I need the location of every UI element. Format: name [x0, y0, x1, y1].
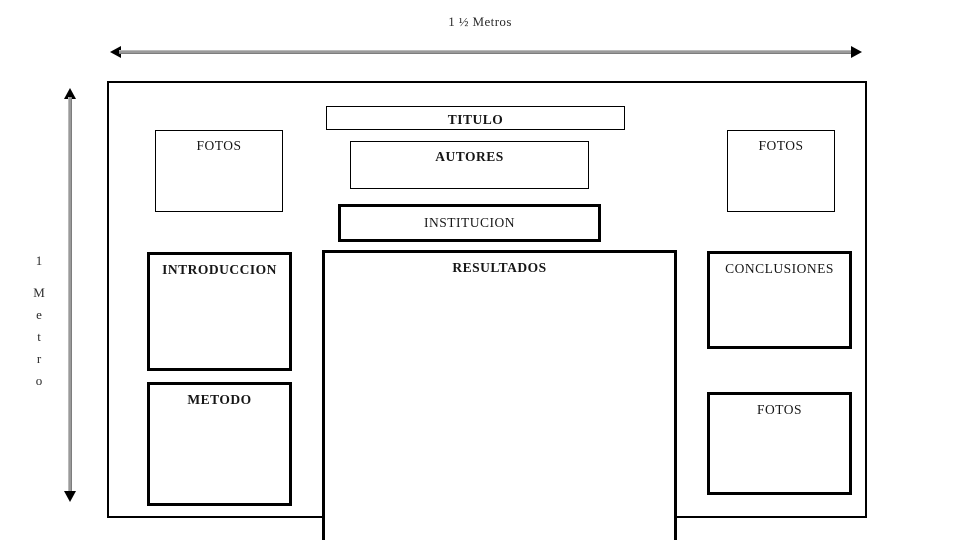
arrow-shaft	[119, 50, 853, 54]
height-dimension-label: 1 M e t r o	[22, 250, 56, 392]
height-label-line-6: o	[35, 373, 43, 388]
section-institucion[interactable]: INSTITUCION	[338, 204, 601, 242]
section-label: INTRODUCCION	[162, 262, 277, 277]
height-label-line-1: 1	[35, 253, 43, 268]
section-titulo[interactable]: TITULO	[326, 106, 625, 130]
height-label-line-3: e	[36, 307, 42, 322]
width-dimension-label: 1 ½ Metros	[448, 14, 512, 29]
height-label-spacer	[22, 272, 56, 282]
arrow-shaft	[68, 97, 72, 493]
height-label-line-2: M	[33, 285, 45, 300]
section-fotos-top-right[interactable]: FOTOS	[727, 130, 835, 212]
section-conclusiones[interactable]: CONCLUSIONES	[707, 251, 852, 349]
height-label-line-5: r	[36, 351, 42, 366]
section-fotos-top-left[interactable]: FOTOS	[155, 130, 283, 212]
section-label: FOTOS	[756, 402, 803, 417]
section-autores[interactable]: AUTORES	[350, 141, 589, 189]
section-metodo[interactable]: METODO	[147, 382, 292, 506]
arrow-head-down-icon	[64, 491, 76, 502]
section-label: AUTORES	[435, 149, 504, 164]
section-label: RESULTADOS	[452, 260, 547, 275]
section-introduccion[interactable]: INTRODUCCION	[147, 252, 292, 371]
height-label-line-4: t	[37, 329, 41, 344]
arrow-head-left-icon	[110, 46, 121, 58]
section-label: CONCLUSIONES	[725, 261, 834, 276]
section-label: TITULO	[447, 112, 504, 127]
poster-frame: FOTOS TITULO AUTORES INSTITUCION FOTOS I…	[107, 81, 867, 540]
section-label: INSTITUCION	[424, 215, 515, 230]
height-dimension-arrow	[64, 88, 76, 502]
section-fotos-bottom-right[interactable]: FOTOS	[707, 392, 852, 495]
section-label: FOTOS	[196, 138, 242, 153]
section-label: METODO	[187, 392, 252, 407]
section-label: FOTOS	[758, 138, 804, 153]
section-resultados[interactable]: RESULTADOS	[322, 250, 677, 540]
width-dimension-arrow	[110, 46, 862, 58]
arrow-head-up-icon	[64, 88, 76, 99]
arrow-head-right-icon	[851, 46, 862, 58]
